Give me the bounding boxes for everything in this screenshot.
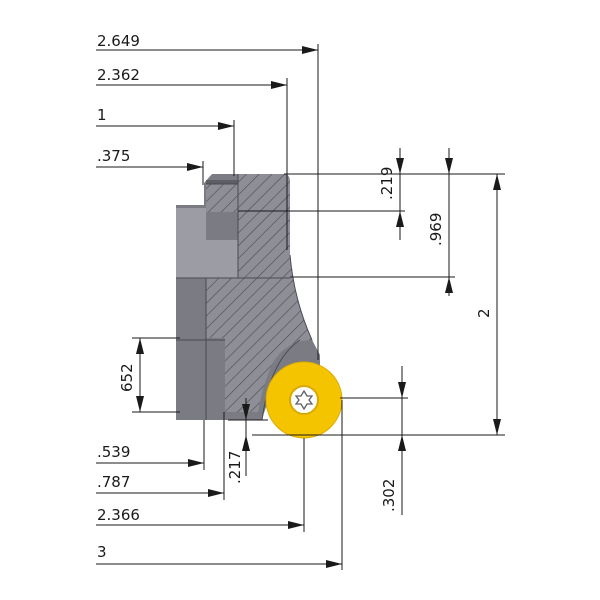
dim-label-219: .219 bbox=[378, 167, 396, 200]
dim-label-302: .302 bbox=[380, 479, 398, 512]
dim-label-3: 3 bbox=[97, 543, 107, 561]
dim-label-375: .375 bbox=[97, 147, 130, 165]
insert bbox=[265, 361, 343, 439]
dim-label-2649: 2.649 bbox=[97, 32, 140, 50]
dim-label-787: .787 bbox=[97, 473, 130, 491]
dim-label-969: .969 bbox=[427, 213, 445, 246]
dimension-lines bbox=[96, 44, 505, 570]
dim-label-2366: 2.366 bbox=[97, 506, 140, 524]
body-flange bbox=[176, 208, 206, 278]
tool-body bbox=[176, 174, 320, 421]
body-shoulder bbox=[204, 240, 238, 278]
body-lower-block bbox=[176, 340, 224, 418]
dim-label-539: .539 bbox=[97, 443, 130, 461]
section-hatch bbox=[206, 174, 312, 412]
torx-recess bbox=[294, 389, 314, 411]
dim-label-2: 2 bbox=[475, 308, 493, 318]
dim-label-1: 1 bbox=[97, 106, 107, 124]
dim-label-652: 652 bbox=[118, 363, 136, 392]
edge-flute bbox=[261, 339, 301, 421]
dim-label-217: .217 bbox=[226, 451, 244, 484]
dim-label-2362: 2.362 bbox=[97, 66, 140, 84]
dimension-labels: 2.649 2.362 1 .375 .539 .787 2.366 3 .21… bbox=[97, 32, 493, 561]
torx-screw-icon bbox=[289, 385, 319, 415]
edge-pocket bbox=[289, 254, 313, 341]
